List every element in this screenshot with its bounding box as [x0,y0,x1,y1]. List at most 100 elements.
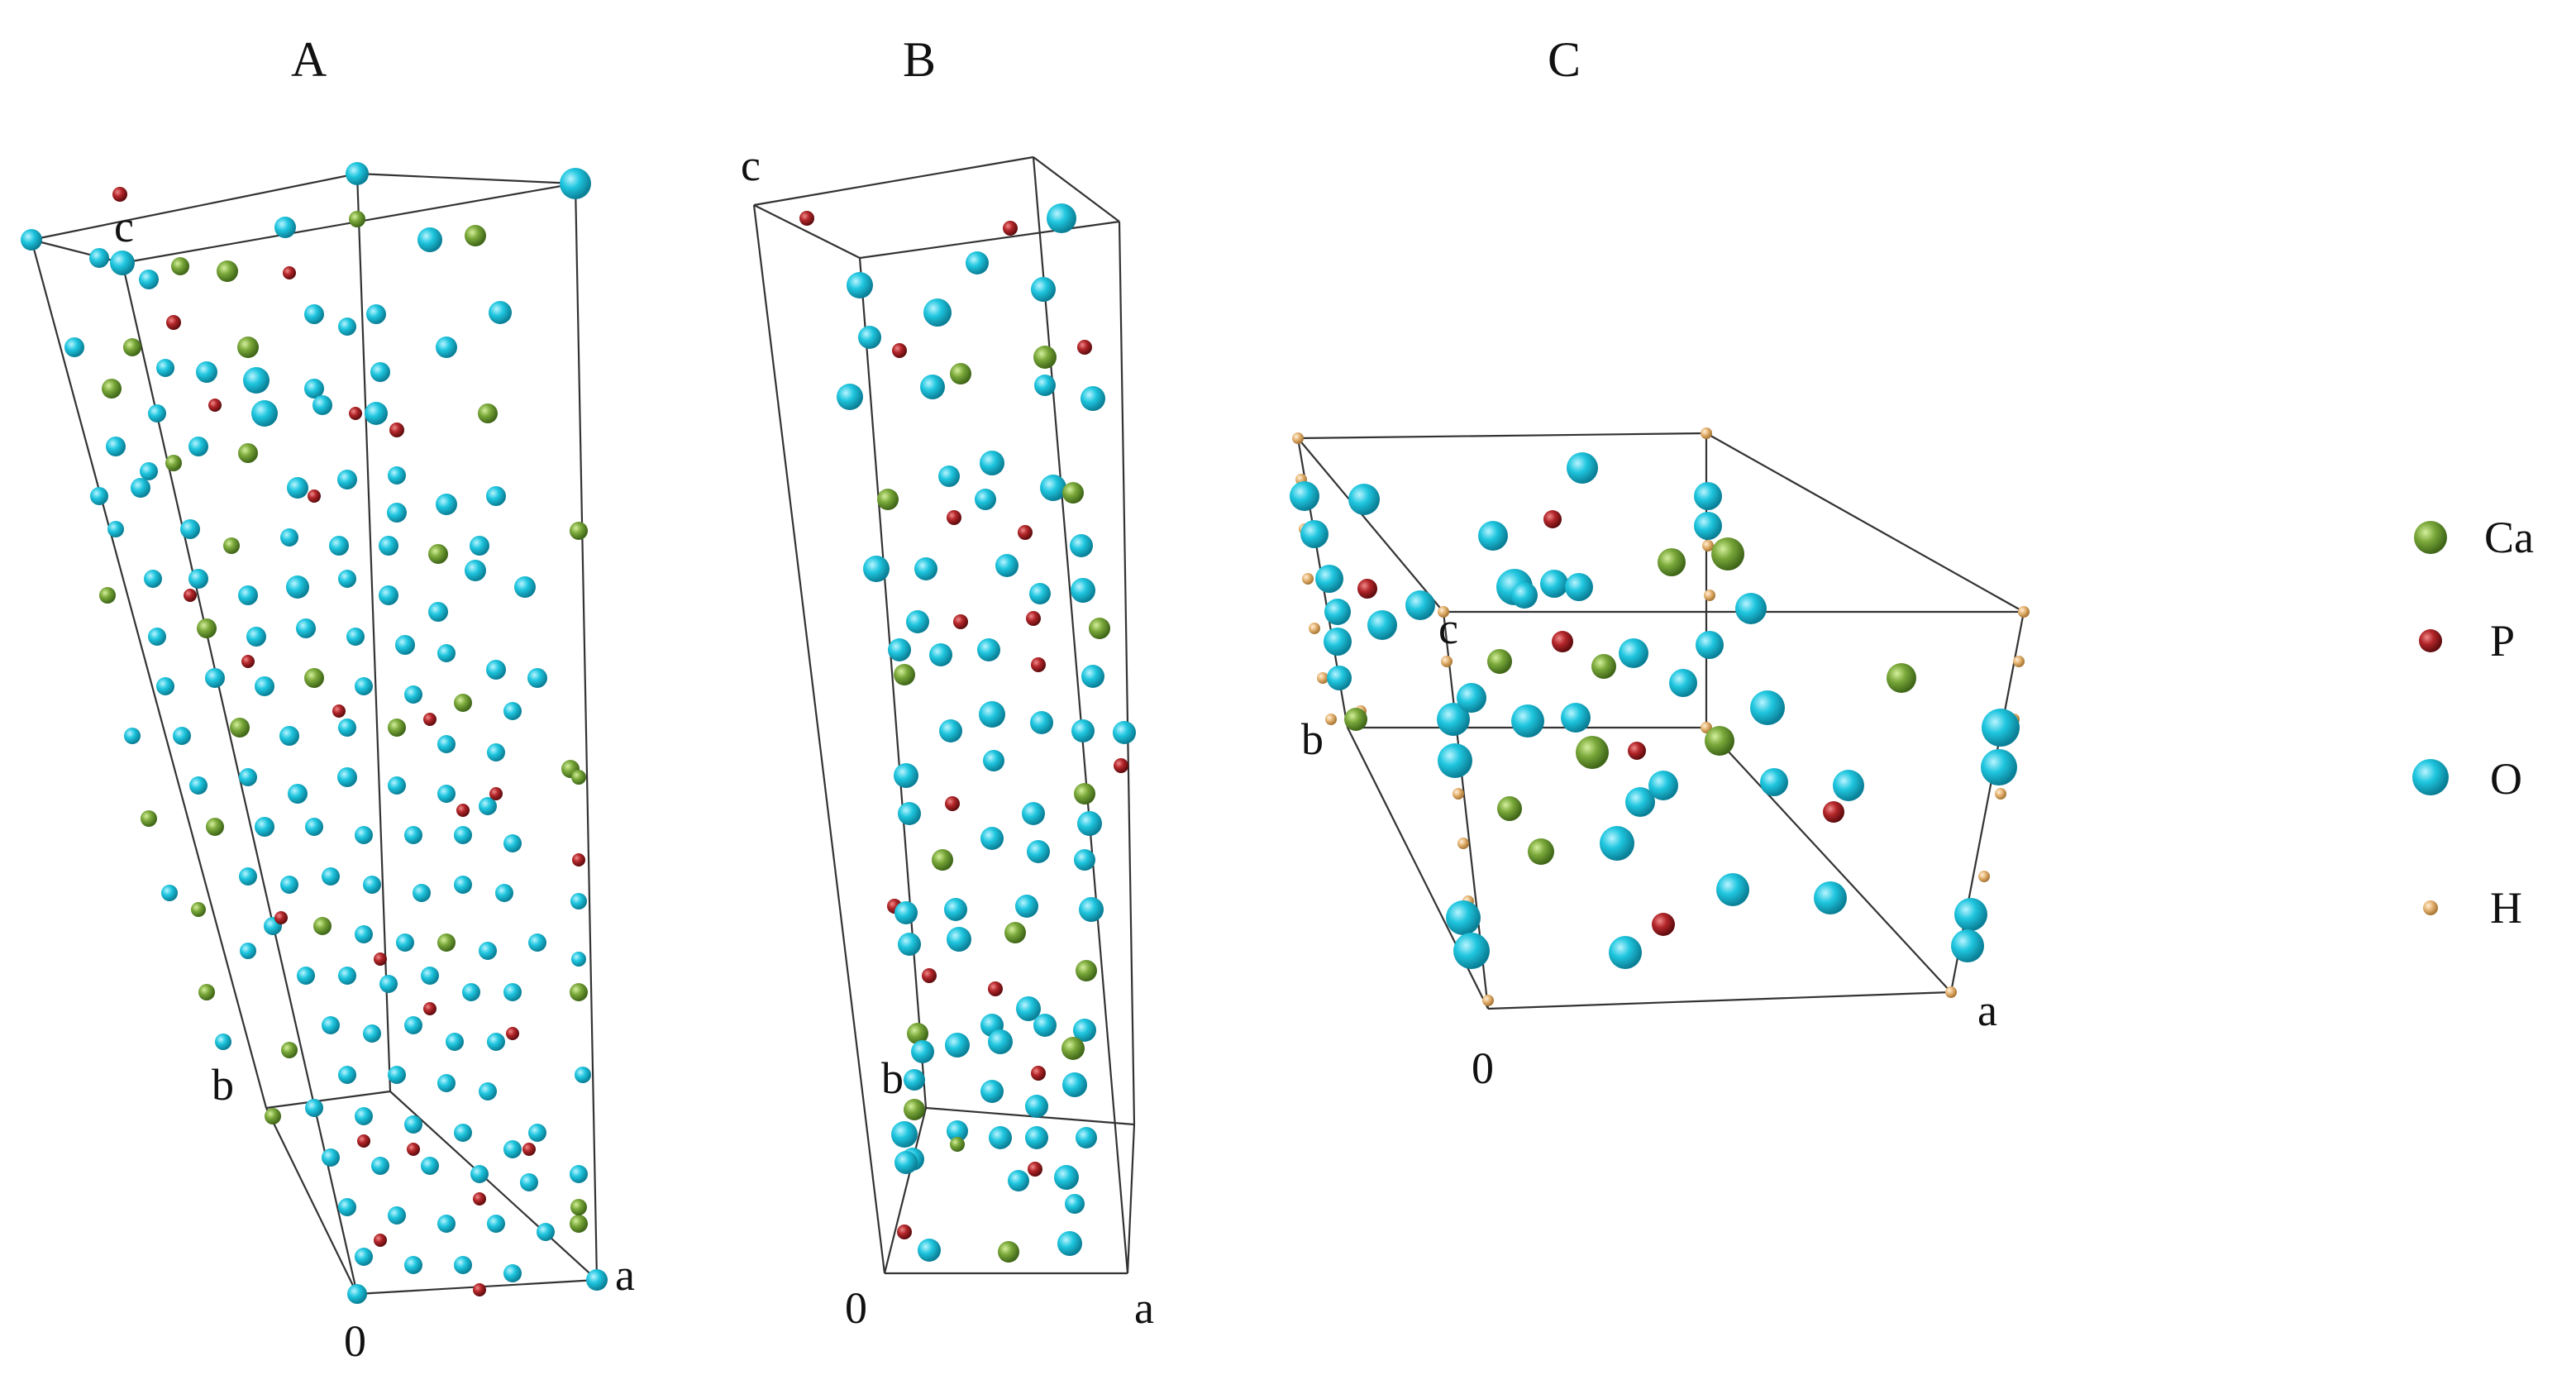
panel-b-atom-o [1027,840,1050,863]
panel-a-atom-o [337,470,357,489]
panel-b-atom-o [1031,277,1056,302]
panel-a-atom-o [279,726,299,746]
panel-b-axis-b: b [881,1053,904,1103]
panel-a-atom-p [112,187,127,202]
panel-a-atom-o [304,379,324,399]
panel-a-atom-o [304,304,324,324]
panel-b-atom-o [1076,1127,1097,1148]
panel-a-atom-p [506,1027,519,1040]
panel-a-atom-ca [570,1215,588,1233]
panel-b-atom-o [988,1029,1013,1054]
panel-a-atom-ca [281,1042,298,1058]
panel-b-atom-o [914,557,937,580]
panel-b-atom-p [1026,611,1041,626]
panel-a-atom-o [479,1082,497,1100]
panel-a-atom-p [374,1234,387,1247]
panel-c-atom-o [1367,610,1397,640]
panel-a-atom-o [465,560,486,581]
panel-b-atom-o [858,326,881,349]
panel-a-axis-a: a [615,1250,635,1300]
legend-p-marker [2419,629,2442,652]
panel-c-atom-o [1561,703,1591,733]
legend: Ca P O H [2412,513,2534,933]
panel-b-atom-o [1079,897,1104,922]
panel-c-atom-h [1453,788,1464,800]
panel-a-atom-o [396,933,414,952]
panel-a-atom-o [246,627,266,647]
panel-a-atom-ca [313,917,332,935]
panel-a-atom-p [208,399,222,412]
panel-b-atom-ca [932,849,953,871]
panel-c-atom-ca [1705,726,1734,756]
panel-a-atom-o [238,585,258,605]
panel-a-atom-p [283,266,296,279]
panel-b-atom-o [1080,386,1105,411]
panel-b: B c b a 0 [741,32,1154,1333]
panel-c-atom-ca [1528,838,1554,865]
panel-a-atom-o [388,466,406,485]
panel-a-atom-o [571,952,586,967]
panel-c-atom-p [1652,913,1675,936]
legend-ca-marker [2414,521,2447,554]
panel-b-atom-ca [1062,482,1084,504]
panel-c-atom-o [1982,709,2020,747]
panel-b-atom-o [1008,1170,1029,1191]
panel-a-atom-o [387,503,407,523]
panel-b-atom-o [1016,996,1041,1021]
panel-a-atom-o [575,1067,591,1083]
panel-a-atom-ca [198,984,215,1000]
panel-c-atom-ca [1487,649,1512,674]
panel-a-atom-o [404,1115,422,1134]
panel-b-atom-o [1034,375,1056,396]
panel-c-atom-h [2018,606,2030,618]
panel-a-atom-o [489,301,512,324]
panel-a-atom-o [189,776,208,795]
panel-a-atom-o [251,400,278,427]
panel-b-atom-o [847,272,873,298]
panel-b-atom-p [1031,1066,1046,1081]
panel-b-atom-ca [1089,618,1110,639]
panel-a-atom-o [322,867,340,886]
panel-c-atom-o [1750,690,1785,725]
panel-b-atom-ca [950,363,971,384]
panel-a-atom-o [346,162,369,185]
panel-b-atom-o [947,1120,968,1142]
panel-a-atom-ca [102,379,122,399]
panel-a-atom-o [437,785,456,803]
panel-c-atom-o [1760,768,1788,796]
panel-a-atom-ca [465,225,486,246]
panel-a-atom-o [287,477,308,499]
panel-a-atom-ca [141,810,157,827]
panel-c-atom-h [1702,540,1714,551]
panel-b-atom-p [945,796,960,811]
panel-c-atom-o [1814,881,1847,914]
panel-c-atom-ca [1344,708,1367,731]
panel-a-atom-o [110,251,135,275]
panel-a-atom-ca [171,257,189,275]
panel-a-atom-o [503,983,522,1001]
panel-c-atom-o [1511,582,1538,609]
panel-a-atom-o [366,304,386,324]
panel-a-atom-o [255,817,274,837]
panel-c-atom-ca [1887,663,1916,693]
panel-c-atom-o [1567,452,1598,484]
panel-a-atom-o [280,876,298,894]
legend-h-marker [2423,900,2438,915]
panel-a-atom-p [522,1143,536,1156]
panel-a-atom-o [255,676,274,696]
panel-a-atom-o [346,628,365,646]
panel-b-atom-o [888,638,911,661]
panel-a-atom-ca [230,718,250,738]
panel-b-atom-p [947,510,961,525]
panel-a-atom-ca [454,694,472,712]
panel-b-atom-o [1062,1072,1087,1097]
panel-c-atom-o [1300,520,1329,548]
panel-b-atom-o [898,933,921,956]
panel-a-atom-ca [570,983,588,1001]
panel-b-atom-o [1025,1095,1048,1118]
panel-a-atom-p [184,589,197,602]
panel-a-atom-o [487,1033,505,1051]
panel-a-atom-ca [237,337,259,358]
panel-a-atom-o [188,569,208,589]
panel-a-atom-ca [238,443,258,463]
